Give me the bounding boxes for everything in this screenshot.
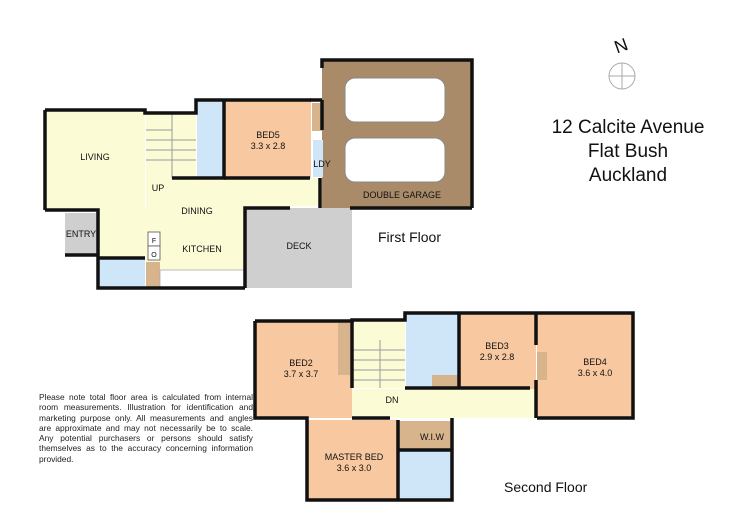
second-floor-title: Second Floor [504, 479, 588, 495]
hallway-second [352, 389, 537, 418]
label-up: UP [152, 183, 165, 193]
living-room [45, 110, 145, 210]
label-living: LIVING [80, 152, 110, 162]
wiw-room [399, 421, 452, 450]
kitchen-counter [159, 269, 246, 288]
laundry-room [313, 140, 323, 177]
toilet-first [99, 259, 145, 288]
deck-area [245, 208, 352, 288]
ensuite [399, 451, 452, 500]
second-floor-walls [253, 311, 635, 502]
bed2-wardrobe [338, 323, 350, 375]
property-address: 12 Calcite Avenue Flat Bush Auckland [520, 116, 736, 188]
living-room-lower [98, 208, 146, 260]
label-bed2-size: 3.7 x 3.7 [284, 369, 319, 379]
bed3-room [460, 313, 536, 389]
label-oven: O [151, 252, 157, 259]
label-bed2: BED2 [289, 358, 313, 368]
address-line3: Auckland [588, 165, 668, 186]
hallway-first [245, 178, 322, 206]
label-bed5-size: 3.3 x 2.8 [251, 141, 286, 151]
label-garage: DOUBLE GARAGE [363, 190, 441, 200]
bathroom-first [197, 100, 224, 178]
stairs-treads [146, 113, 196, 178]
car-icon [344, 77, 446, 183]
address-line1: 12 Calcite Avenue [551, 117, 705, 138]
first-floor-plan [43, 58, 474, 290]
label-bed5: BED5 [256, 130, 280, 140]
label-bed3-size: 2.9 x 2.8 [480, 352, 515, 362]
bed4-room [537, 313, 633, 418]
entry-area [65, 213, 98, 255]
first-floor-walls [43, 58, 474, 290]
stairs-second [353, 320, 405, 388]
second-floor-plan [253, 311, 635, 502]
compass-north-label: N [612, 34, 631, 57]
dining-kitchen [146, 178, 245, 286]
label-wiw: W.I.W [420, 432, 444, 442]
room-labels: LIVING ENTRY UP DINING KITCHEN F O BED5 … [66, 130, 612, 473]
bed2-room [255, 321, 352, 418]
bed5-room [225, 100, 311, 178]
label-dn: DN [386, 395, 399, 405]
label-bed3: BED3 [485, 341, 509, 351]
label-deck: DECK [286, 241, 311, 251]
bed5-wardrobe [312, 103, 322, 131]
label-entry: ENTRY [66, 229, 96, 239]
label-bed4: BED4 [583, 357, 607, 367]
pantry [146, 262, 160, 288]
stairs-first [146, 113, 196, 178]
disclaimer-text: Please note total floor area is calculat… [39, 392, 253, 464]
linen-cupboard [432, 375, 458, 388]
bed4-wardrobe [537, 352, 547, 380]
master-bed-room [307, 420, 398, 500]
oven-box [147, 245, 161, 261]
label-ldy: LDY [313, 159, 331, 169]
label-bed4-size: 3.6 x 4.0 [578, 368, 613, 378]
label-master-size: 3.6 x 3.0 [337, 463, 372, 473]
label-dining: DINING [181, 206, 213, 216]
label-fridge: F [152, 238, 156, 245]
north-compass-icon: N [608, 34, 636, 90]
label-master: MASTER BED [325, 452, 384, 462]
label-kitchen: KITCHEN [182, 244, 222, 254]
stairs-treads-second [353, 340, 405, 388]
first-floor-title: First Floor [378, 229, 441, 245]
address-line2: Flat Bush [587, 141, 669, 162]
